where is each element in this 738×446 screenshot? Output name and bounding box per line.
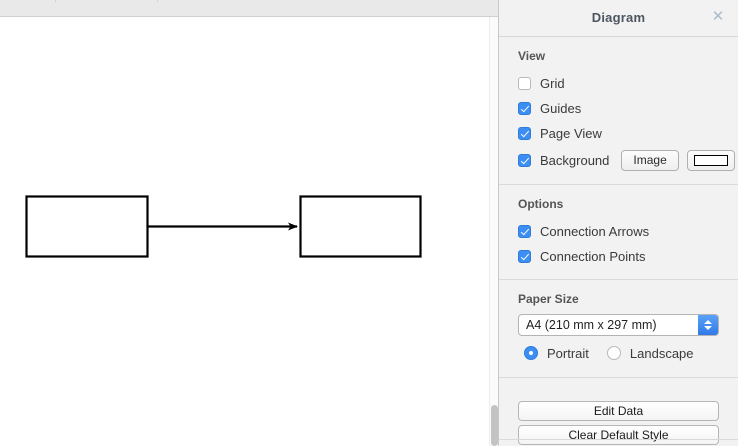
paper-size-select[interactable]: A4 (210 mm x 297 mm) [518, 314, 719, 336]
color-swatch [693, 154, 728, 166]
background-label: Background [540, 152, 610, 168]
connection-arrows-label: Connection Arrows [540, 224, 650, 239]
actions-section: Edit Data Clear Default Style [499, 378, 738, 446]
view-section-title: View [518, 49, 546, 63]
checkbox-row-connection-arrows[interactable]: Connection Arrows [499, 219, 738, 244]
toolbar-divider [157, 0, 158, 2]
portrait-label: Portrait [547, 345, 589, 361]
page-view-label: Page View [540, 126, 602, 141]
diagram-canvas-area[interactable] [0, 0, 498, 446]
background-image-button[interactable]: Image [621, 149, 679, 171]
panel-bottom-divider [499, 439, 738, 440]
format-panel: Diagram ✕ View Grid Guides Page View Bac… [498, 0, 738, 446]
portrait-radio[interactable] [524, 346, 538, 360]
diagram-canvas[interactable] [0, 17, 489, 446]
checkbox-row-grid[interactable]: Grid [499, 71, 738, 96]
checkbox-row-connection-points[interactable]: Connection Points [499, 244, 738, 269]
checkbox-row-guides[interactable]: Guides [499, 96, 738, 121]
checkbox-row-page-view[interactable]: Page View [499, 121, 738, 146]
guides-label: Guides [540, 101, 582, 116]
connection-points-checkbox[interactable] [518, 250, 531, 263]
checkbox-row-background[interactable]: Background Image [499, 146, 738, 174]
clear-default-style-button[interactable]: Clear Default Style [518, 425, 719, 445]
landscape-radio[interactable] [606, 346, 621, 360]
diagram-shape-rectangle[interactable] [299, 195, 422, 258]
edit-data-button[interactable]: Edit Data [518, 401, 719, 421]
grid-checkbox[interactable] [518, 77, 531, 90]
connection-arrows-checkbox[interactable] [518, 225, 531, 238]
diagram-shape-rectangle[interactable] [25, 195, 149, 258]
paper-size-section-title: Paper Size [518, 292, 579, 306]
toolbar-strip[interactable] [0, 0, 498, 17]
chevron-updown-icon[interactable] [698, 315, 718, 335]
diagram-svg [25, 195, 422, 258]
paper-size-section: Paper Size A4 (210 mm x 297 mm) Portrait… [499, 280, 738, 378]
panel-title: Diagram [591, 10, 646, 25]
background-checkbox[interactable] [518, 153, 531, 167]
guides-checkbox[interactable] [518, 102, 531, 115]
page-view-checkbox[interactable] [518, 127, 531, 140]
canvas-vertical-scrollbar[interactable] [489, 17, 498, 446]
orientation-radio-group[interactable]: Portrait Landscape [499, 339, 738, 367]
landscape-label: Landscape [629, 345, 694, 361]
connection-points-label: Connection Points [540, 249, 646, 264]
view-section: View Grid Guides Page View Background Im… [499, 37, 738, 185]
close-icon[interactable]: ✕ [711, 8, 725, 25]
paper-size-value: A4 (210 mm x 297 mm) [526, 318, 657, 332]
panel-header: Diagram ✕ [499, 0, 738, 37]
background-color-button[interactable] [686, 149, 735, 171]
grid-label: Grid [540, 76, 565, 91]
options-section-title: Options [518, 197, 564, 211]
scrollbar-thumb[interactable] [491, 405, 498, 446]
options-section: Options Connection Arrows Connection Poi… [499, 185, 738, 280]
toolbar-divider [55, 0, 56, 2]
